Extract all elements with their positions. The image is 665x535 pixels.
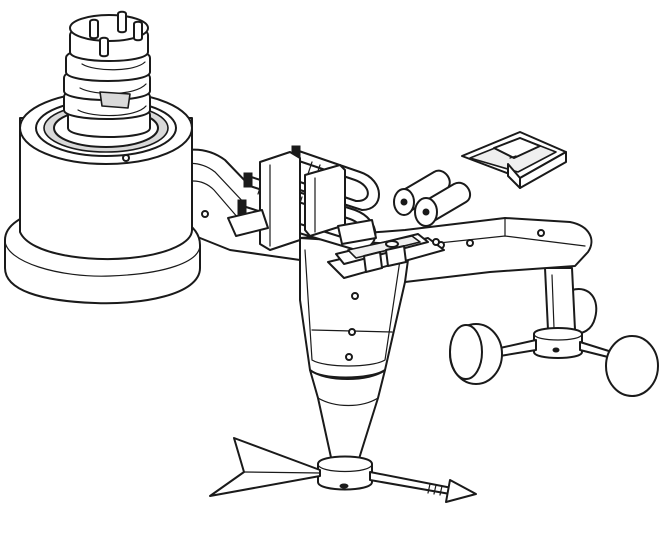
vane-stem [310,370,385,462]
battery-door [462,132,566,188]
radiation-shield [64,12,150,137]
anemometer-hub [534,328,582,358]
nut [244,173,252,187]
wind-vane [210,370,476,502]
anemometer-post [545,268,575,330]
nut [238,200,246,214]
vane-rod [370,472,452,494]
anemometer-cups [450,268,658,396]
mounting-bracket [260,152,300,250]
batteries [394,171,470,226]
vane-arrow-tip [446,480,476,502]
left-cup-arm [500,340,536,356]
right-cup [606,336,658,396]
vane-tail [210,438,320,496]
